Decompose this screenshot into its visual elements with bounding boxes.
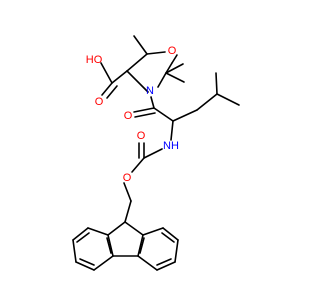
bond bbox=[123, 182, 132, 202]
bond bbox=[150, 96, 155, 109]
bond bbox=[165, 62, 173, 74]
bond bbox=[93, 255, 114, 271]
bond bbox=[161, 232, 175, 243]
bond bbox=[79, 258, 95, 266]
bond bbox=[75, 261, 95, 271]
bond bbox=[137, 234, 144, 257]
bond bbox=[72, 227, 89, 241]
bond bbox=[171, 54, 178, 64]
bond bbox=[72, 239, 77, 263]
bond bbox=[111, 70, 128, 84]
bond bbox=[107, 234, 114, 257]
bond bbox=[143, 148, 163, 159]
bond bbox=[137, 255, 158, 271]
bonds bbox=[72, 35, 240, 271]
bond bbox=[101, 82, 113, 96]
bond bbox=[156, 258, 172, 266]
bond bbox=[153, 107, 174, 122]
ester-oxygen-label: O bbox=[123, 172, 132, 184]
bond bbox=[87, 227, 109, 236]
bond bbox=[133, 35, 148, 55]
bond bbox=[100, 62, 113, 84]
atom-labels: O N HO O O NH O O bbox=[86, 45, 179, 184]
bond bbox=[215, 72, 218, 95]
bond bbox=[124, 200, 132, 223]
carbamate-nh-label: NH bbox=[163, 140, 179, 152]
bond bbox=[126, 53, 148, 72]
bond bbox=[106, 237, 112, 254]
bond bbox=[165, 72, 185, 83]
carbamate-carbonyl-oxygen-label: O bbox=[137, 130, 146, 142]
bond bbox=[172, 109, 198, 122]
bond bbox=[131, 157, 145, 173]
bond bbox=[162, 227, 179, 241]
bond bbox=[133, 107, 155, 113]
chemical-structure-diagram: O N HO O O NH O O bbox=[72, 35, 240, 271]
ring-nitrogen-label: N bbox=[146, 85, 154, 97]
bond bbox=[156, 261, 176, 271]
structure-canvas: O N HO O O NH O O bbox=[72, 35, 240, 271]
bond bbox=[174, 239, 179, 263]
acid-carbonyl-oxygen-label: O bbox=[95, 96, 104, 108]
bond bbox=[142, 227, 164, 236]
bond bbox=[106, 85, 118, 99]
bond bbox=[134, 112, 156, 118]
bond bbox=[216, 93, 240, 106]
bond bbox=[76, 232, 90, 243]
bond bbox=[165, 63, 184, 74]
amide-oxygen-label: O bbox=[124, 110, 133, 122]
ring-oxygen-label: O bbox=[168, 45, 177, 57]
bond bbox=[170, 120, 174, 141]
bond bbox=[157, 72, 167, 88]
bond bbox=[124, 221, 144, 236]
bond bbox=[196, 93, 218, 111]
bond bbox=[126, 70, 149, 93]
acid-hydroxyl-label: HO bbox=[86, 54, 103, 66]
bond bbox=[139, 237, 145, 254]
bond bbox=[107, 221, 126, 236]
bond bbox=[146, 51, 166, 55]
